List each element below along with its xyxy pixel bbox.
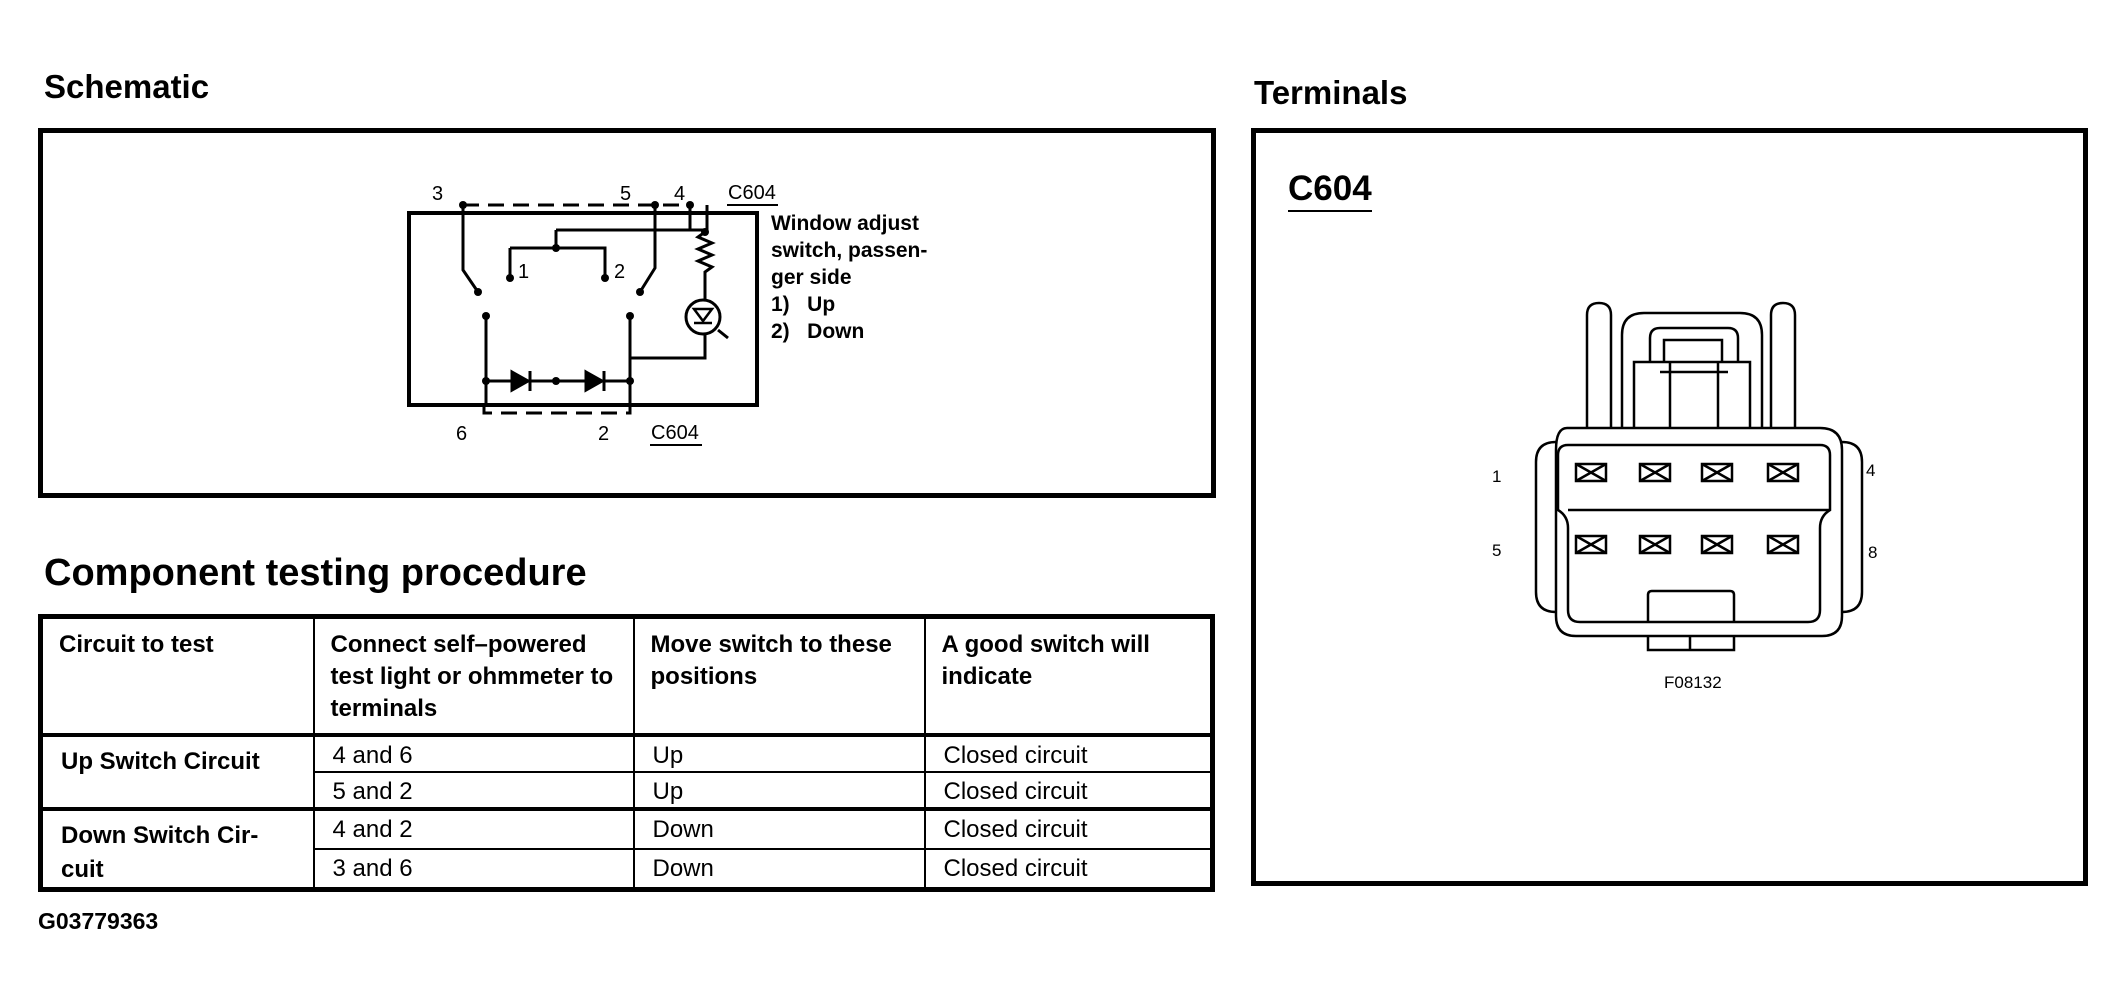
terminals-cell: 4 and 6: [312, 734, 635, 773]
schematic-heading: Schematic: [44, 68, 210, 105]
wire-pin-4: [688, 205, 709, 232]
connector-title: C604: [1288, 170, 1372, 212]
table-row: Up Switch Circuit 4 and 6 Up Closed circ…: [39, 734, 1214, 810]
indicate-cell: Closed circuit: [923, 807, 1214, 850]
resistor: [694, 230, 716, 300]
circuit-cell-up: Up Switch Circuit: [39, 734, 315, 810]
connector-face-diagram: 1 4 5 8 F08132: [1492, 301, 1877, 692]
test-procedure-table: Circuit to test Connect self–powered tes…: [38, 614, 1215, 892]
terminals-panel: [1251, 128, 2088, 886]
pin-label-6: 6: [456, 423, 467, 445]
pin-label-1: 1: [518, 261, 529, 283]
diode-pair: [510, 369, 606, 393]
terminal-pin-label-4: 4: [1866, 461, 1875, 480]
column-header-position: Move switch to these positions: [632, 615, 926, 737]
table-row: 3 and 6 Down Closed circuit: [41, 847, 1214, 891]
column-header-indicate: A good switch will indicate: [923, 615, 1214, 737]
table-header-row: Circuit to test Connect self–powered tes…: [39, 615, 1214, 737]
wire-upper-bar: [508, 228, 705, 278]
description-line-5: 2) Down: [771, 320, 864, 343]
position-cell: Up: [632, 734, 926, 773]
description-line-1: Window adjust: [771, 212, 919, 235]
wire-pin-3: [461, 205, 480, 293]
position-cell: Down: [632, 807, 926, 850]
indicate-cell: Closed circuit: [923, 734, 1214, 773]
description-line-4: 1) Up: [771, 293, 835, 316]
description-line-3: ger side: [771, 266, 852, 289]
pin-label-4: 4: [674, 183, 685, 205]
position-cell: Up: [632, 771, 926, 810]
junction-dots: [459, 201, 709, 385]
circuit-cell-down: Down Switch Cir- cuit: [39, 807, 315, 891]
description-line-2: switch, passen-: [771, 239, 927, 262]
terminals-figure-code: F08132: [1664, 673, 1722, 692]
terminals-cell: 4 and 2: [312, 807, 635, 850]
pin-label-5: 5: [620, 183, 631, 205]
terminal-pin-label-1: 1: [1492, 467, 1501, 486]
connector-label-top: C604: [728, 182, 776, 204]
procedure-heading: Component testing procedure: [44, 552, 587, 594]
pin-label-2: 2: [598, 423, 609, 445]
pin-label-2-inner: 2: [614, 261, 625, 283]
indicate-cell: Closed circuit: [923, 847, 1214, 891]
schematic-diagram: 3 5 4 1 2 6 2 C604 C604 Window adjust sw…: [407, 182, 927, 446]
switch-body: [407, 211, 759, 407]
position-cell: Down: [632, 847, 926, 891]
figure-code: G03779363: [38, 908, 159, 934]
indicator-lamp: [684, 298, 722, 336]
terminals-heading: Terminals: [1254, 74, 1408, 111]
table-row: 5 and 2 Up Closed circuit: [41, 771, 1214, 810]
terminals-cell: 3 and 6: [312, 847, 635, 891]
terminals-cell: 5 and 2: [312, 771, 635, 810]
table-row: Down Switch Cir- cuit 4 and 2 Down Close…: [39, 807, 1214, 891]
cavity-row-bottom: [1574, 534, 1800, 555]
schematic-panel: [38, 128, 1216, 498]
column-header-terminals: Connect self–powered test light or ohmme…: [312, 615, 635, 737]
pin-label-3: 3: [432, 183, 443, 205]
terminal-pin-label-5: 5: [1492, 541, 1501, 560]
column-header-circuit: Circuit to test: [39, 615, 315, 737]
cavity-row-top: [1574, 462, 1800, 483]
terminal-pin-label-8: 8: [1868, 543, 1877, 562]
connector-label-bottom: C604: [651, 422, 699, 444]
wire-pin-5: [638, 205, 657, 293]
terminal-cavities: [1574, 462, 1800, 555]
indicate-cell: Closed circuit: [923, 771, 1214, 810]
